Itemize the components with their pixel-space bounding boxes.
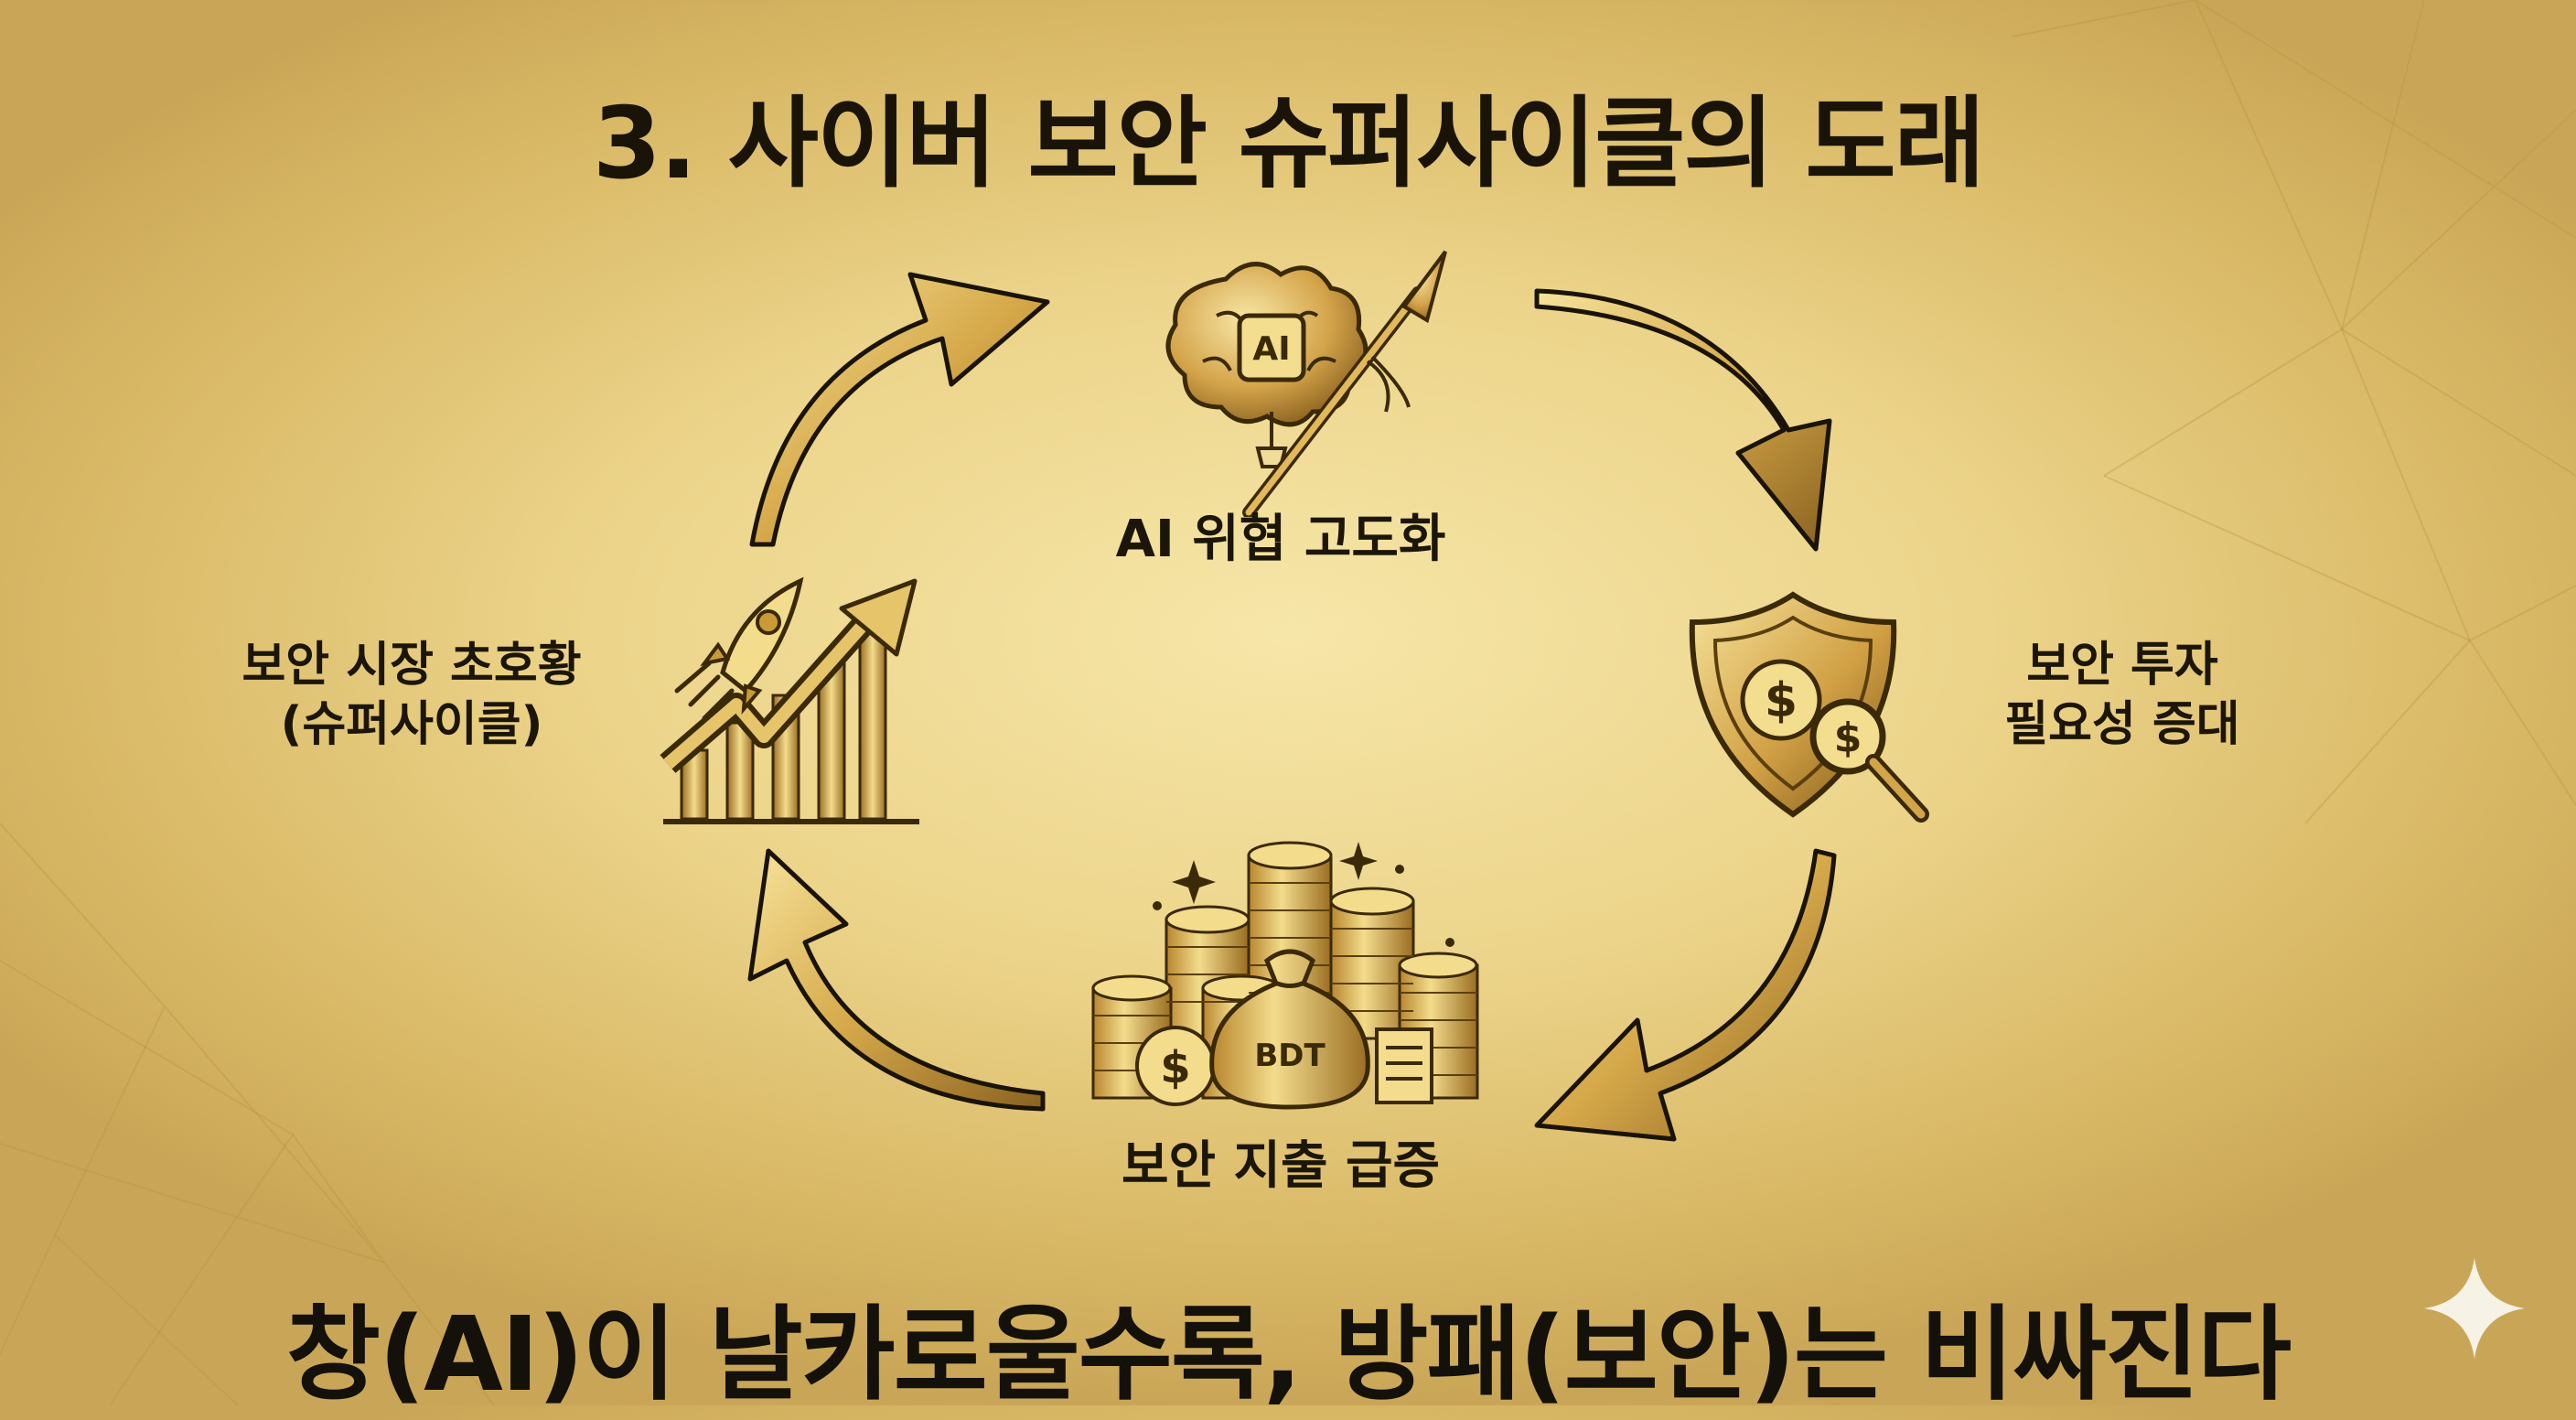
sparkle-icons (1153, 842, 1454, 947)
ai-chip-icon (1237, 313, 1306, 382)
money-bag-icon: BDT (1209, 949, 1370, 1110)
tagline: 창(AI)이 날카로울수록, 방패(보안)는 비싸진다 (285, 1296, 2292, 1415)
arrow-top-left (749, 272, 1050, 547)
arrow-top-right (1534, 288, 1832, 552)
sparkle-corner-icon (2424, 1258, 2525, 1359)
magnifier-icon (1809, 698, 1886, 775)
node-label-ai-threat: AI 위협 고도화 (1115, 510, 1446, 569)
rocket-growth-chart-icon (660, 576, 919, 824)
ai-chip-label: AI (1252, 330, 1290, 368)
dollar-sign-label-small: $ (1834, 715, 1862, 761)
shield-dollar-magnifier-icon: $ $ (1689, 591, 1929, 823)
dollar-sign-label: $ (1765, 673, 1798, 728)
coin-stacks-money-bag-icon: $ BDT (1091, 841, 1479, 1110)
money-bag-label: BDT (1254, 1038, 1326, 1074)
coin-dollar-label: $ (1160, 1042, 1190, 1093)
ai-brain-spear-icon: AI (1165, 250, 1447, 517)
node-label-spending: 보안 지출 급증 (1121, 1136, 1441, 1196)
node-label-market-boom: 보안 시장 초호황 (슈퍼사이클) (242, 638, 582, 752)
arrow-bottom-left (747, 848, 1046, 1112)
node-label-investment: 보안 투자 필요성 증대 (2004, 638, 2240, 752)
page-title: 3. 사이버 보안 슈퍼사이클의 도래 (592, 87, 1985, 201)
rocket-icon (674, 576, 804, 721)
arrow-bottom-right (1534, 848, 1837, 1142)
receipt-icon (1375, 1027, 1433, 1104)
spear-icon (1242, 250, 1447, 517)
